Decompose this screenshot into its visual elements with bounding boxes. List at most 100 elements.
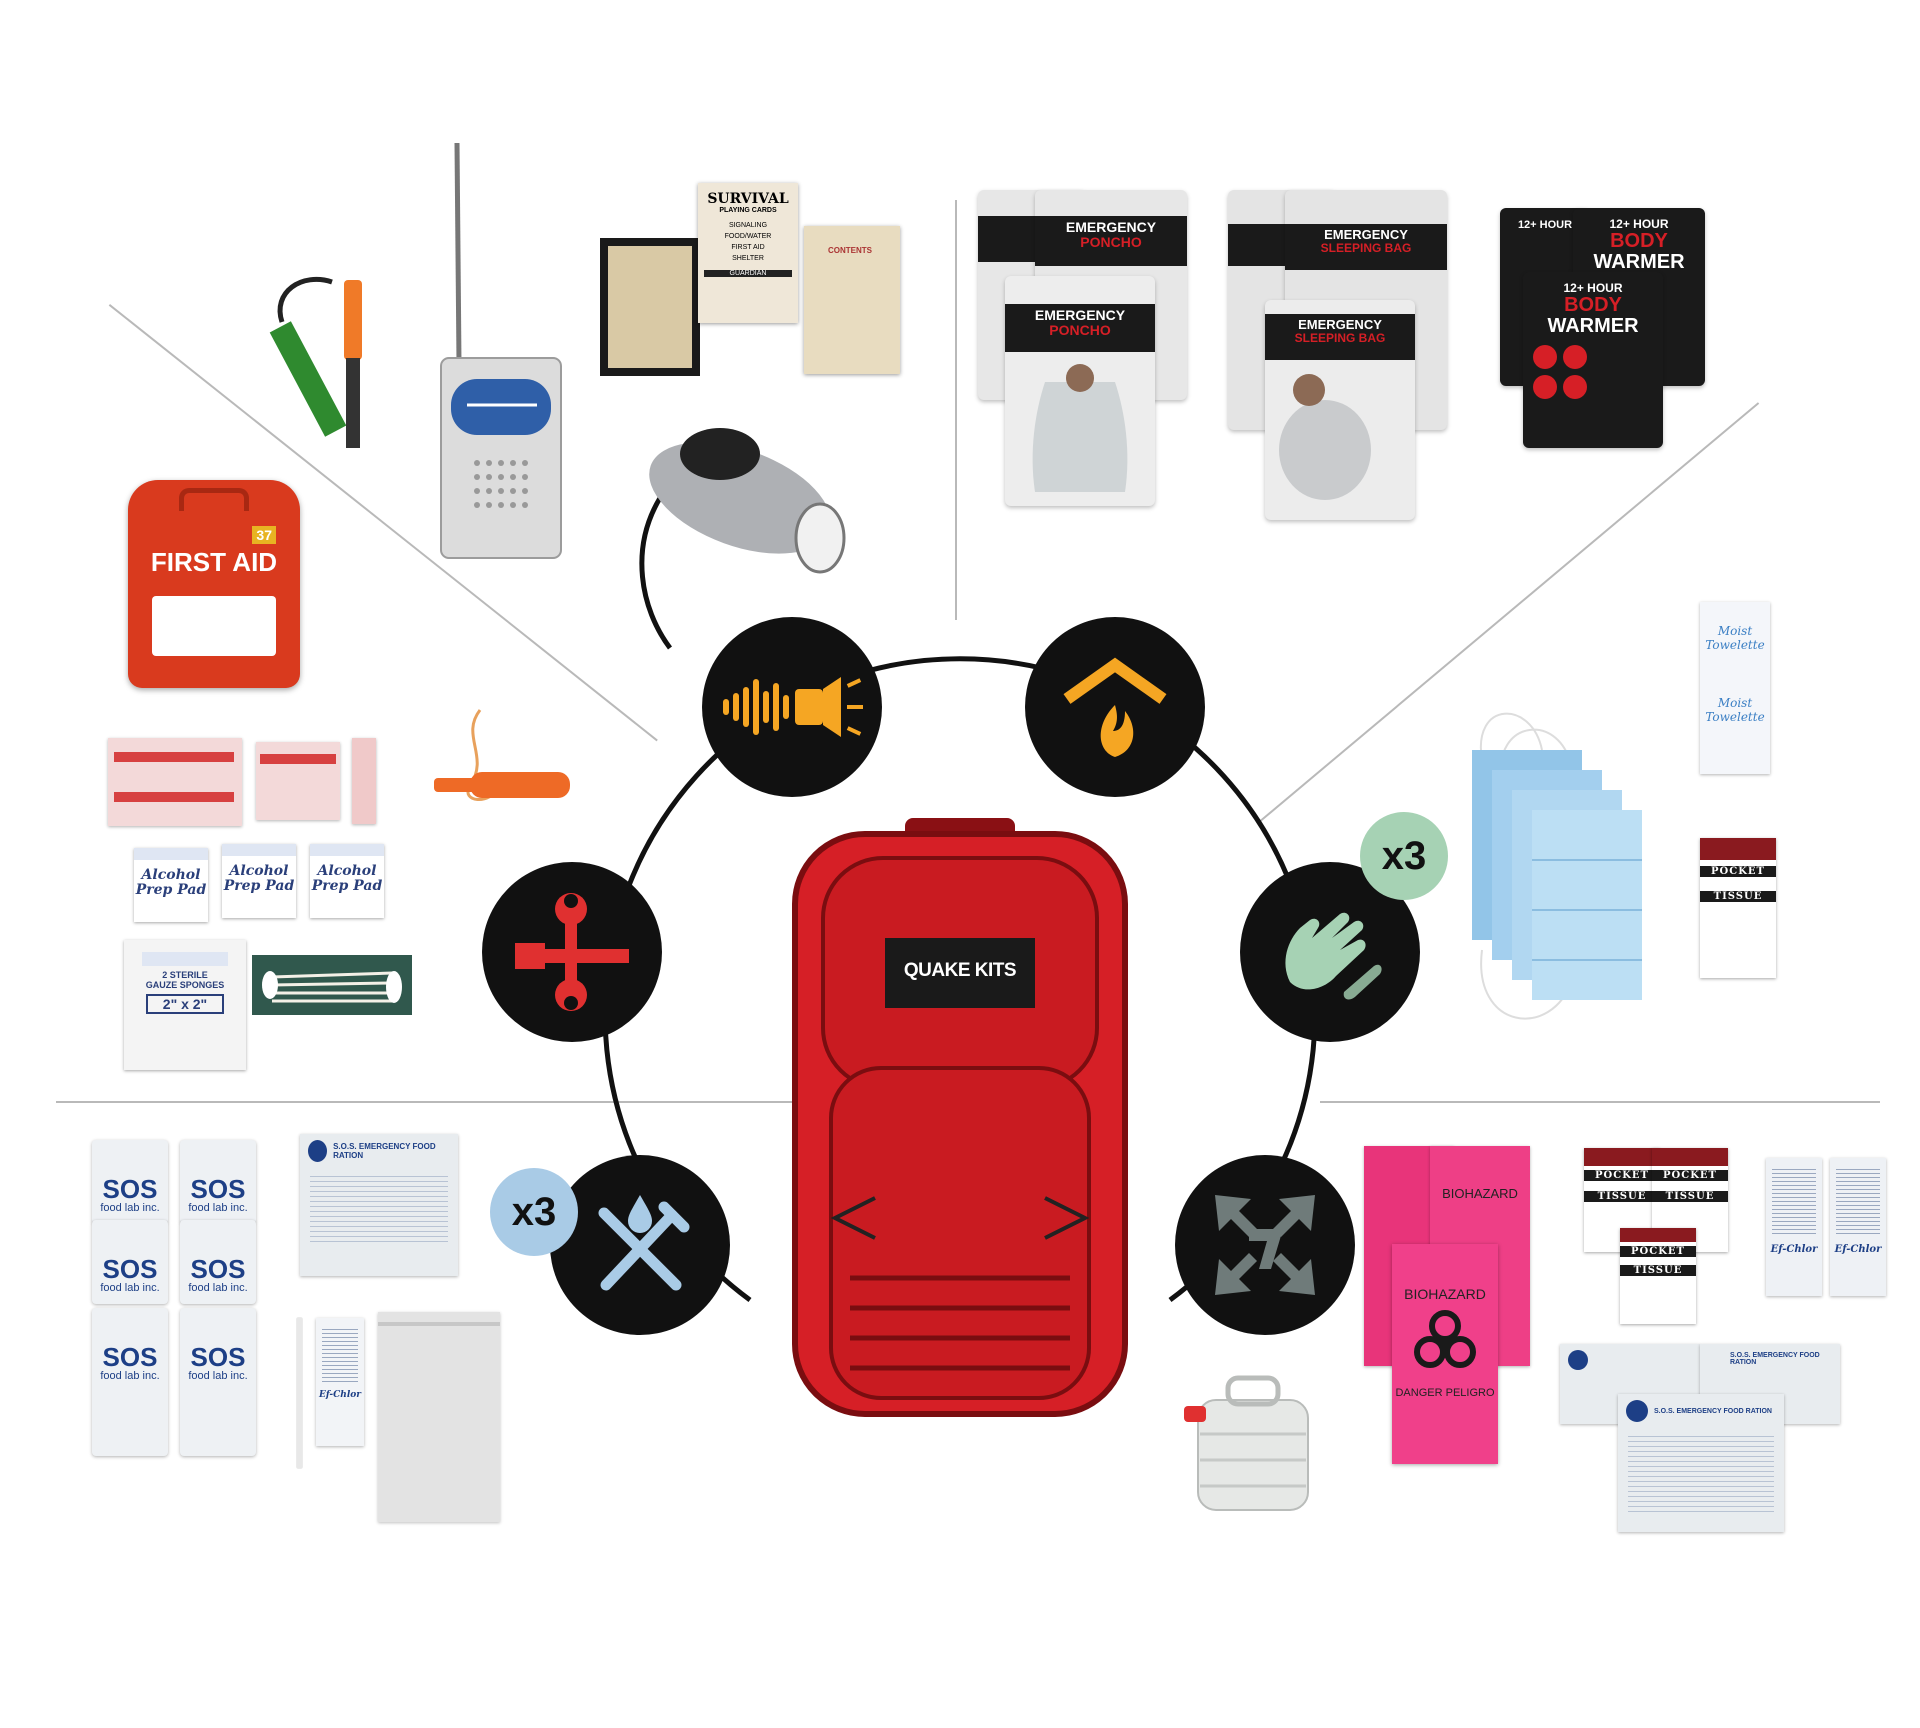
- cards-title: SURVIVAL: [707, 191, 789, 207]
- ration-title-right-3: S.O.S. EMERGENCY FOOD RATION: [1654, 1407, 1772, 1415]
- body-warmer-subtitle: WARMER: [1547, 314, 1639, 337]
- poncho-subtitle-back: PONCHO: [1080, 233, 1142, 250]
- first-aid-title: FIRST AID: [150, 547, 278, 577]
- sos-water-sub-3: food lab inc.: [100, 1282, 160, 1294]
- hygiene-multiplier-badge: x3: [1360, 812, 1448, 900]
- biohazard-bag-3: BIOHAZARD DANGER PELIGRO: [1392, 1244, 1498, 1464]
- cards-line-3: FIRST AID: [731, 244, 765, 251]
- cards-line-2: FOOD/WATER: [724, 233, 772, 240]
- ef-chlor-tablets-1: Ef-Chlor: [1766, 1158, 1822, 1296]
- pocket-tissue-3-line-2: TISSUE: [1620, 1265, 1696, 1276]
- alcohol-prep-pad-line-2: Prep Pad: [135, 881, 207, 898]
- emergency-sleeping-bag: EMERGENCY SLEEPING BAG: [1265, 300, 1415, 520]
- sos-water-sub-5: food lab inc.: [100, 1370, 160, 1382]
- cards-line-4: SHELTER: [732, 255, 764, 262]
- sos-water-brand-3: SOS: [102, 1254, 158, 1284]
- pocket-tissue-right: POCKET TISSUE: [1700, 838, 1776, 978]
- ef-chlor-label-1: Ef-Chlor: [1770, 1244, 1818, 1255]
- body-warmer-top-back: 12+ HOUR: [1517, 219, 1573, 231]
- guardian-card-map: [600, 238, 700, 376]
- pocket-tissue-3: POCKET TISSUE: [1620, 1228, 1696, 1324]
- pocket-tissue-3-line-1: POCKET: [1620, 1246, 1696, 1257]
- divider-vertical-top: [955, 200, 957, 620]
- sos-water-sub-4: food lab inc.: [188, 1282, 248, 1294]
- sos-water-brand-6: SOS: [190, 1342, 246, 1372]
- gauze-line-1: 2 STERILE: [162, 970, 208, 980]
- face-masks: [1462, 690, 1652, 1055]
- alcohol-prep-pad-3: Alcohol Prep Pad: [310, 844, 384, 918]
- hand-crank-flashlight: [630, 408, 870, 663]
- sos-water-sub-1: food lab inc.: [100, 1202, 160, 1214]
- backpack: QUAKE KITS: [755, 818, 1165, 1438]
- ef-chlor-left-label: Ef-Chlor: [318, 1390, 362, 1400]
- cards-brand: GUARDIAN: [704, 270, 792, 277]
- flashlight-sound-icon: [702, 617, 882, 797]
- survival-playing-cards: SURVIVAL PLAYING CARDS SIGNALING FOOD/WA…: [698, 183, 798, 323]
- straw: [297, 1318, 302, 1468]
- moist-towelette-label-1: Moist Towelette: [1705, 624, 1765, 652]
- sos-food-ration-left: S.O.S. EMERGENCY FOOD RATION: [300, 1134, 458, 1276]
- body-warmer-top-back-2: 12+ HOUR: [1609, 217, 1669, 231]
- pocket-tissue-1-line-1: POCKET: [1584, 1170, 1660, 1181]
- sos-water-sub-2: food lab inc.: [188, 1202, 248, 1214]
- sanitation-arrows-icon: [1175, 1155, 1355, 1335]
- cards-contents-card: CONTENTS: [804, 226, 900, 374]
- alcohol-prep-pad-2: Alcohol Prep Pad: [222, 844, 296, 918]
- sos-water-sub-6: food lab inc.: [188, 1370, 248, 1382]
- am-fm-radio: [437, 142, 567, 568]
- biohazard-title-3: BIOHAZARD: [1404, 1286, 1486, 1302]
- sleeping-bag-title: EMERGENCY: [1298, 317, 1382, 332]
- sleeping-bag-title-back: EMERGENCY: [1324, 227, 1408, 242]
- body-warmer-title: BODY: [1564, 293, 1622, 316]
- poncho-title-back: EMERGENCY: [1065, 219, 1157, 235]
- food-water-multiplier-badge: x3: [490, 1168, 578, 1256]
- ration-title-right-2: S.O.S. EMERGENCY FOOD RATION: [1730, 1352, 1820, 1366]
- sterile-gauze-sponges: 2 STERILE GAUZE SPONGES 2" x 2": [124, 940, 246, 1070]
- ef-chlor-tablets-2: Ef-Chlor: [1830, 1158, 1886, 1296]
- pocket-tissue-right-line-1: POCKET: [1700, 866, 1776, 877]
- divider-horizontal-left: [56, 1101, 796, 1103]
- ef-chlor-label-2: Ef-Chlor: [1834, 1244, 1882, 1255]
- poncho-subtitle: PONCHO: [1049, 321, 1111, 338]
- ferro-rod-fire-starter: [262, 262, 392, 467]
- sleeping-bag-subtitle-back: SLEEPING BAG: [1320, 240, 1412, 255]
- divider-horizontal-right: [1320, 1101, 1880, 1103]
- emergency-poncho: EMERGENCY PONCHO: [1005, 276, 1155, 506]
- moist-towelette-label-2: Moist Towelette: [1705, 696, 1765, 724]
- pocket-tissue-2-line-2: TISSUE: [1652, 1191, 1728, 1202]
- cards-line-1: SIGNALING: [728, 222, 768, 229]
- collapsible-water-container: [1178, 1370, 1328, 1525]
- sos-water-brand-4: SOS: [190, 1254, 246, 1284]
- backpack-brand-label: QUAKE KITS: [903, 960, 1017, 981]
- sos-water-brand-2: SOS: [190, 1174, 246, 1204]
- alcohol-prep-pad-line-1: Alcohol: [141, 867, 201, 883]
- moist-towelettes: Moist Towelette Moist Towelette: [1700, 602, 1770, 774]
- biohazard-danger: DANGER PELIGRO: [1395, 1387, 1495, 1399]
- tools-icon: [482, 862, 662, 1042]
- body-warmer-top: 12+ HOUR: [1563, 281, 1623, 295]
- shelter-fire-icon: [1025, 617, 1205, 797]
- alcohol-prep-pad-2-line-1: Alcohol: [229, 863, 289, 879]
- alcohol-prep-pad-3-line-2: Prep Pad: [311, 877, 383, 894]
- food-water-icon: [550, 1155, 730, 1335]
- gauze-size: 2" x 2": [146, 994, 224, 1014]
- pocket-tissue-2-line-1: POCKET: [1652, 1170, 1728, 1181]
- cards-contents-label: CONTENTS: [828, 246, 872, 255]
- category-ring: [602, 656, 1318, 1303]
- cotton-swabs: [252, 955, 412, 1015]
- ration-title-left: S.O.S. EMERGENCY FOOD RATION: [333, 1142, 436, 1160]
- sos-water-brand-5: SOS: [102, 1342, 158, 1372]
- adhesive-bandages: [108, 738, 383, 830]
- gauze-line-2: GAUZE SPONGES: [145, 980, 225, 990]
- alcohol-prep-pad-2-line-2: Prep Pad: [223, 877, 295, 894]
- water-purification-tablets: Ef-Chlor: [316, 1318, 364, 1446]
- first-aid-count: 37: [252, 526, 276, 544]
- resealable-plastic-bag: [378, 1312, 500, 1522]
- sos-food-ration-right-3: S.O.S. EMERGENCY FOOD RATION: [1618, 1394, 1784, 1532]
- sos-water-brand-1: SOS: [102, 1174, 158, 1204]
